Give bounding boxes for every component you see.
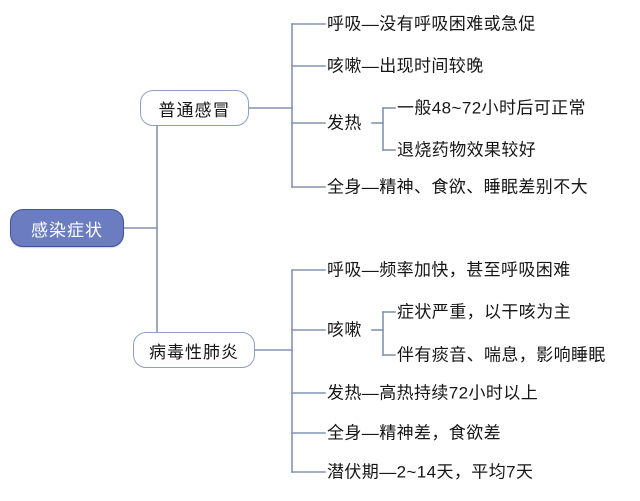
branch-node-common-cold[interactable]: 普通感冒 [140,90,249,126]
leaf-pneumonia-fever: 发热—高热持续72小时以上 [327,383,539,403]
leaf-cold-general: 全身—精神、食欲、睡眠差别不大 [327,177,588,197]
leaf-cold-breath: 呼吸—没有呼吸困难或急促 [327,14,536,34]
leaf-pneumonia-cough: 咳嗽 [327,320,362,340]
branch-node-common-cold-label: 普通感冒 [158,100,231,120]
leaf-pneumonia-cough-sputum: 伴有痰音、喘息，影响睡眠 [397,345,606,365]
leaf-cold-fever-medicine: 退烧药物效果较好 [397,140,537,160]
leaf-cold-fever-duration: 一般48~72小时后可正常 [397,98,586,118]
leaf-pneumonia-cough-severity: 症状严重，以干咳为主 [397,302,571,322]
branch-node-viral-pneumonia[interactable]: 病毒性肺炎 [133,332,255,368]
leaf-pneumonia-incubation: 潜伏期—2~14天，平均7天 [327,462,534,482]
leaf-cold-fever: 发热 [327,113,362,133]
root-node-label: 感染症状 [31,220,103,240]
root-node[interactable]: 感染症状 [10,209,124,247]
leaf-pneumonia-breath: 呼吸—频率加快，甚至呼吸困难 [327,260,571,280]
branch-node-viral-pneumonia-label: 病毒性肺炎 [149,342,239,362]
leaf-pneumonia-general: 全身—精神差，食欲差 [327,423,501,443]
leaf-cold-cough: 咳嗽—出现时间较晚 [327,56,484,76]
